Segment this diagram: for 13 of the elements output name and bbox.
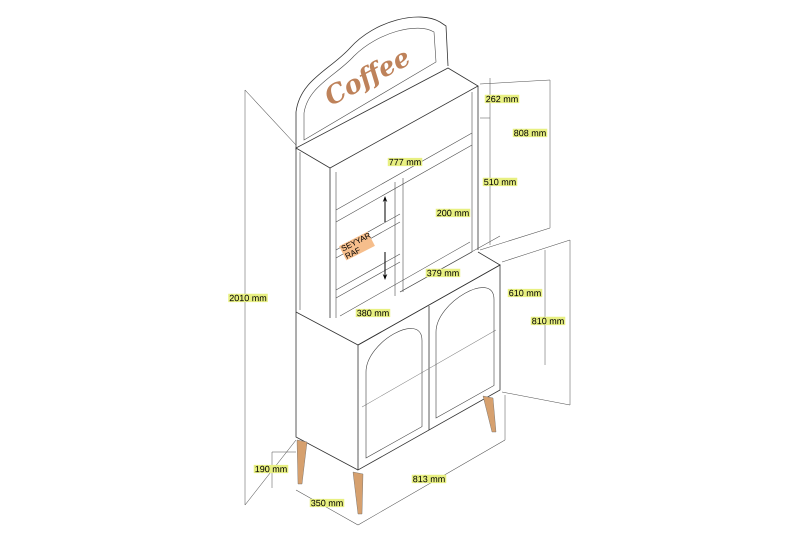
dimension-label: 610 mm xyxy=(508,288,542,298)
dimension-label: 200 mm xyxy=(436,208,470,218)
dimension-label: 262 mm xyxy=(484,94,520,104)
dimension-label: 510 mm xyxy=(482,178,518,186)
dimension-label: 813 mm xyxy=(412,474,446,484)
dimension-label: 777 mm xyxy=(388,158,422,166)
dimension-label: 379 mm xyxy=(426,268,460,278)
dimension-label: 810 mm xyxy=(530,316,566,326)
dimension-label: 190 mm xyxy=(254,464,288,474)
dimension-label: 350 mm xyxy=(310,498,344,508)
dimension-label: 808 mm xyxy=(512,128,548,138)
dimension-label: 380 mm xyxy=(356,308,390,318)
dimension-label: 2010 mm xyxy=(228,294,268,302)
